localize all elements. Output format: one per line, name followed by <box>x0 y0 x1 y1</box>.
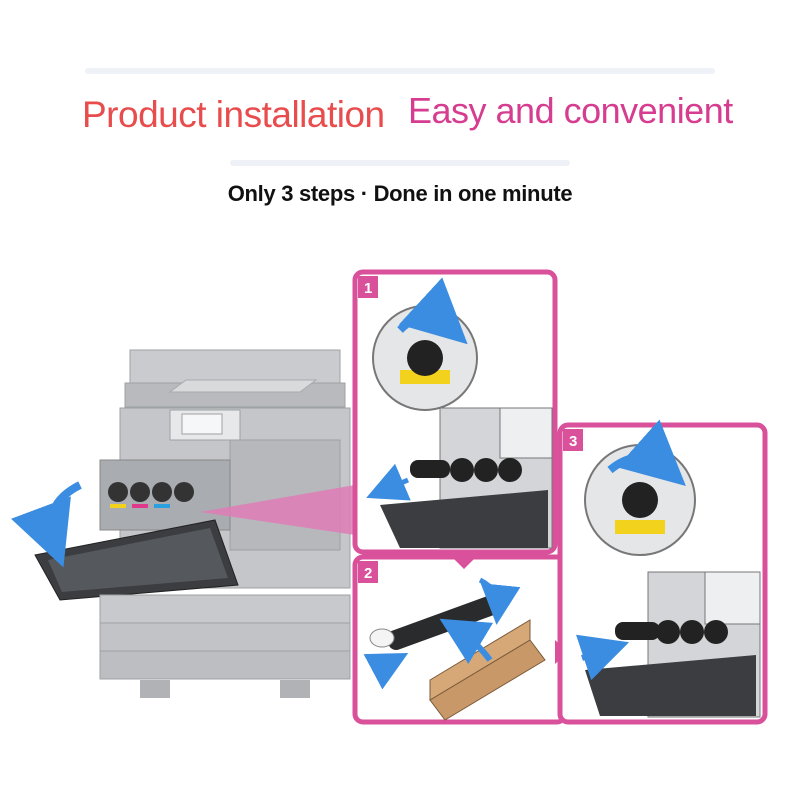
headline-part-1: Product installation <box>82 94 385 135</box>
faint-background-text <box>85 68 715 74</box>
step-1-panel <box>352 269 558 555</box>
step-1-number: 1 <box>364 280 372 297</box>
headline-part-2: Easy and convenient <box>408 90 733 131</box>
callout-wedge <box>200 485 355 535</box>
step-2-panel <box>352 554 568 725</box>
rotate-arrow-icon <box>397 277 468 345</box>
copier-illustration <box>11 349 351 698</box>
rotate-arrow-icon <box>607 419 686 486</box>
subheadline: Only 3 steps · Done in one minute <box>227 181 573 206</box>
headline: Product installation Easy and convenient <box>0 88 800 148</box>
step-2-number: 2 <box>364 565 372 582</box>
step-3-panel <box>557 419 768 725</box>
step-3-number: 3 <box>569 433 577 450</box>
faint-background-text <box>230 160 570 166</box>
